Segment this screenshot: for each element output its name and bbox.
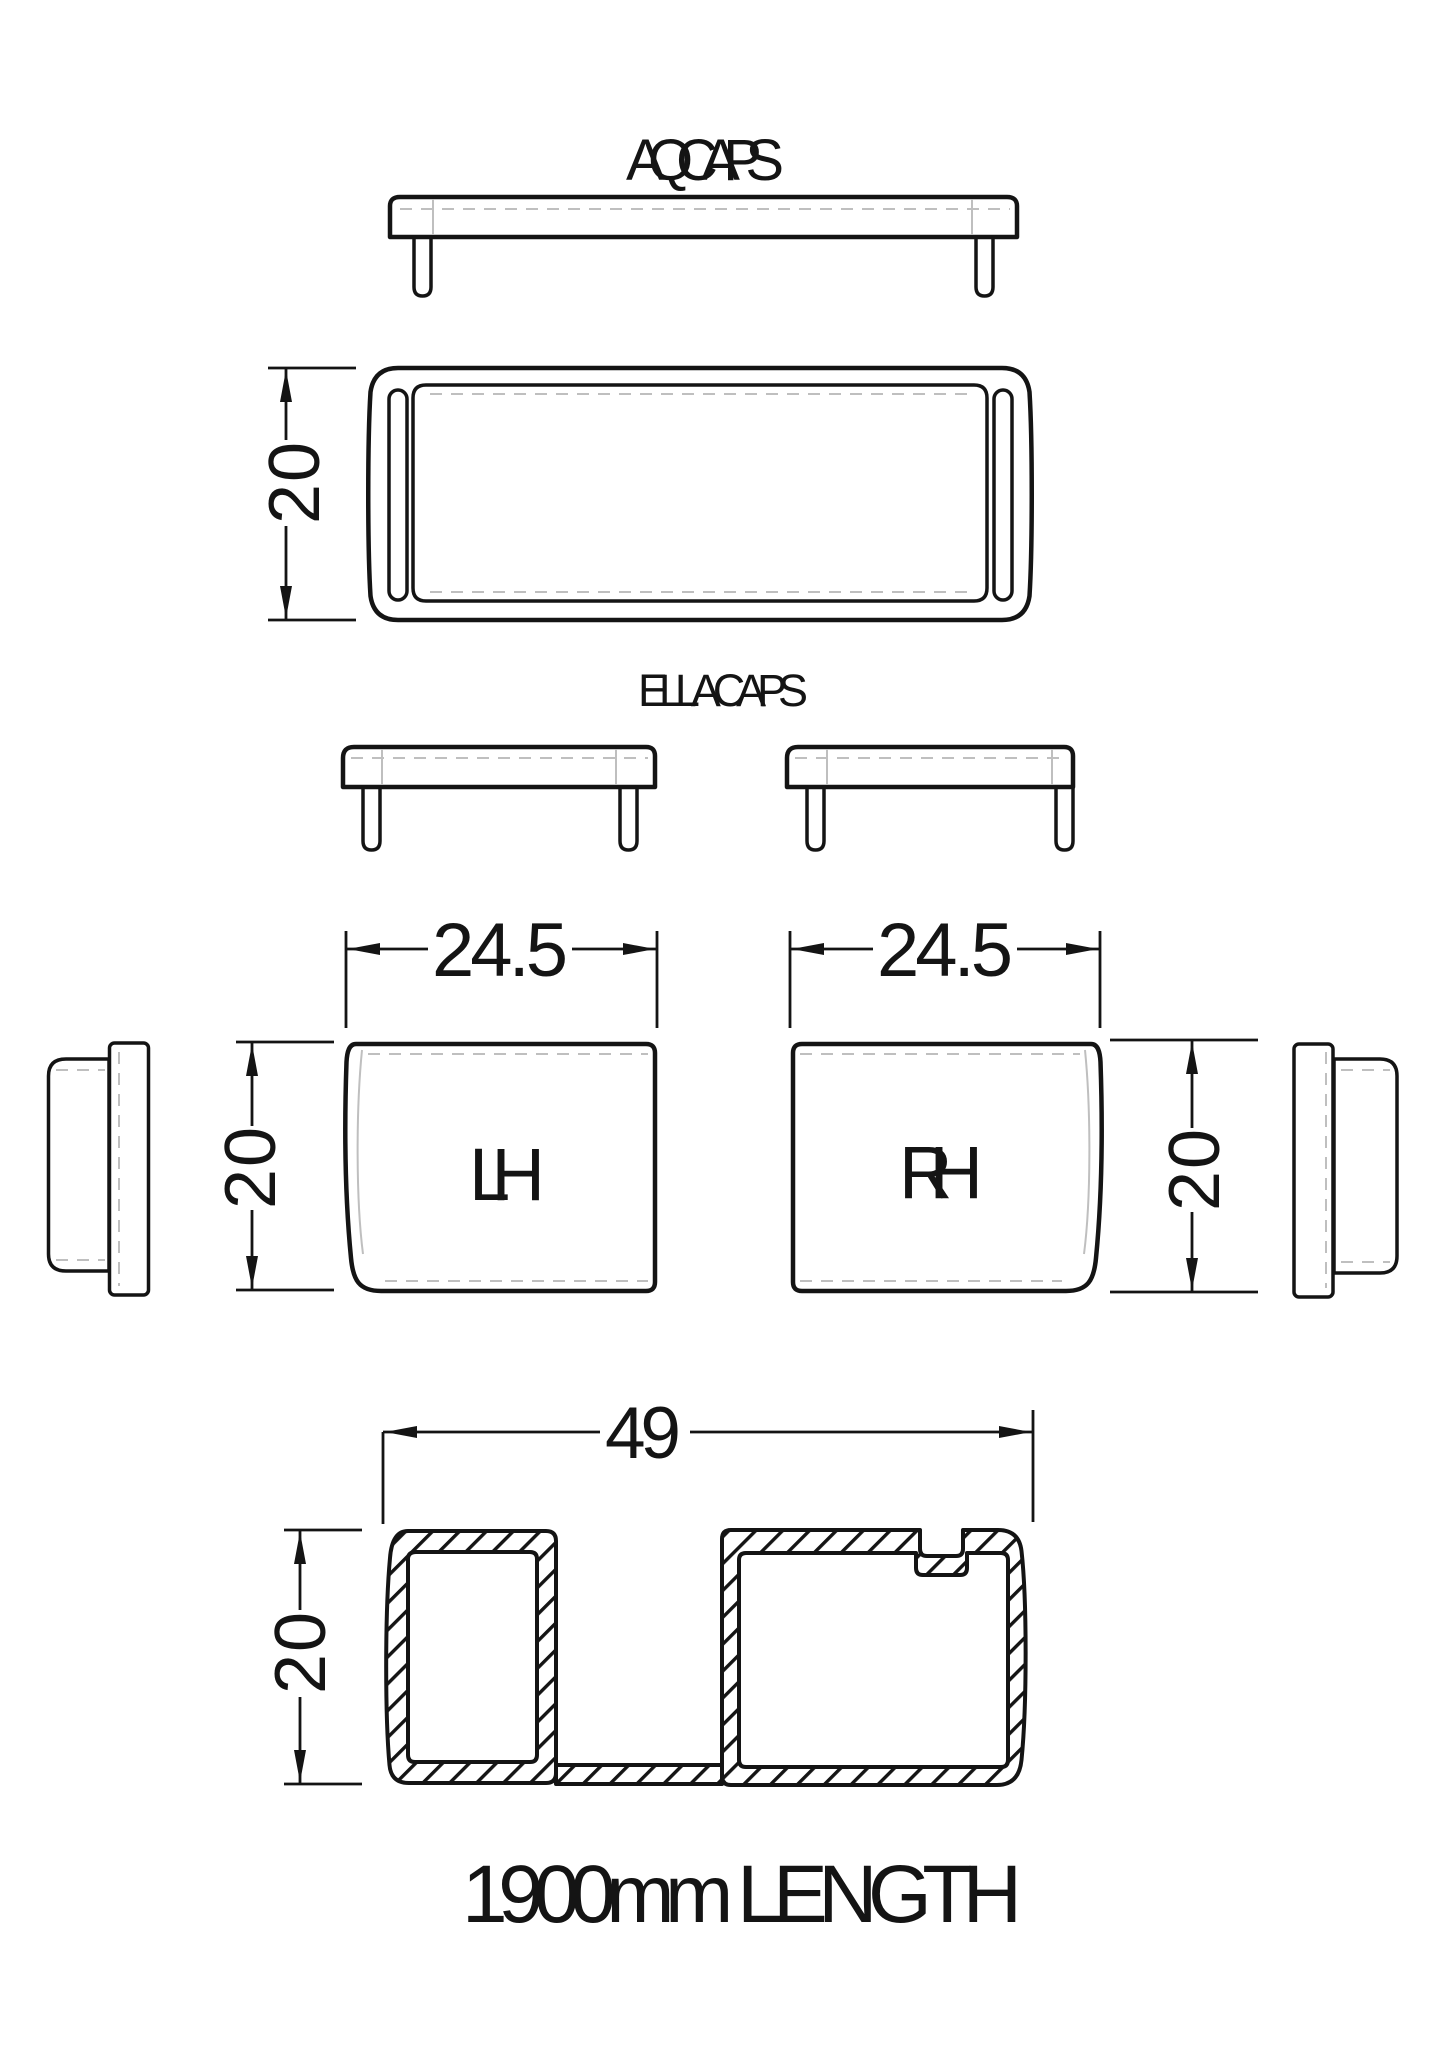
aq-height-value: 20 [255, 442, 335, 524]
aq-top-clip-left [387, 388, 409, 602]
lh-label: LH [469, 1133, 545, 1216]
end-cap-left-plug [46, 1057, 111, 1273]
section-view [384, 1528, 1028, 1787]
arrow-right-icon [623, 943, 655, 955]
aq-top-view [366, 365, 1034, 623]
arrow-down-icon [294, 1750, 306, 1782]
lh-edge-highlight [356, 1049, 364, 1255]
ella-side-view-left [340, 744, 658, 852]
end-cap-right-plug [1332, 1057, 1399, 1275]
aq-side-view [387, 194, 1020, 298]
aq-leg-left [412, 235, 433, 298]
aq-top-inner [411, 383, 989, 603]
section-height-value: 20 [261, 1612, 341, 1694]
lh-front-view: LH [343, 1041, 658, 1294]
arrow-down-icon [246, 1256, 258, 1288]
rh-width-value: 24.5 [877, 908, 1013, 993]
rh-width-dimension: 24.5 [788, 908, 1102, 1028]
arrow-up-icon [246, 1044, 258, 1076]
arrow-left-icon [385, 1426, 417, 1438]
ella-right-leg-right [1054, 785, 1075, 852]
section-width-dimension: 49 [381, 1393, 1035, 1524]
rh-front-view: RH [790, 1041, 1104, 1294]
aq-leg-right [974, 235, 995, 298]
lh-body [343, 1041, 658, 1294]
arrow-up-icon [294, 1532, 306, 1564]
arrow-up-icon [1186, 1042, 1198, 1074]
rh-edge-highlight [1083, 1049, 1091, 1255]
aq-side-bar [387, 194, 1020, 240]
rh-label: RH [899, 1131, 983, 1214]
aq-top-clip-right [992, 388, 1014, 602]
ella-left-leg-right [618, 785, 639, 852]
ella-caps-title: ELLA CAPS [638, 665, 808, 716]
section-right-tube [720, 1528, 1028, 1787]
section-bottom-web [554, 1763, 724, 1786]
ella-left-bar [340, 744, 658, 790]
aq-caps-title: AQ CAPS [626, 128, 784, 193]
lh-height-dimension: 20 [211, 1040, 334, 1292]
rh-body [790, 1041, 1104, 1294]
section-width-value: 49 [605, 1393, 681, 1474]
arrow-left-icon [348, 943, 380, 955]
ella-side-view-right [784, 744, 1076, 852]
arrow-up-icon [280, 370, 292, 402]
arrow-down-icon [1186, 1258, 1198, 1290]
end-cap-left-flange [107, 1041, 151, 1297]
length-label: 1900mm LENGTH [462, 1849, 1022, 1940]
ella-right-bar [784, 744, 1076, 790]
section-height-dimension: 20 [261, 1528, 362, 1786]
end-cap-right-flange [1292, 1042, 1335, 1299]
aq-top-outer [366, 365, 1034, 623]
ella-left-leg-left [361, 785, 382, 852]
arrow-down-icon [280, 586, 292, 618]
end-cap-profile-right [1292, 1042, 1399, 1299]
arrow-right-icon [999, 1426, 1031, 1438]
section-left-tube [384, 1529, 558, 1785]
lh-width-value: 24.5 [432, 908, 568, 993]
rh-height-dimension: 20 [1110, 1038, 1258, 1294]
lh-height-value: 20 [211, 1127, 291, 1209]
arrow-right-icon [1066, 943, 1098, 955]
ella-right-leg-left [805, 785, 826, 852]
arrow-left-icon [792, 943, 824, 955]
aq-height-dimension: 20 [255, 366, 356, 622]
end-cap-profile-left [46, 1041, 151, 1297]
lh-width-dimension: 24.5 [344, 908, 659, 1028]
rh-height-value: 20 [1155, 1129, 1235, 1211]
